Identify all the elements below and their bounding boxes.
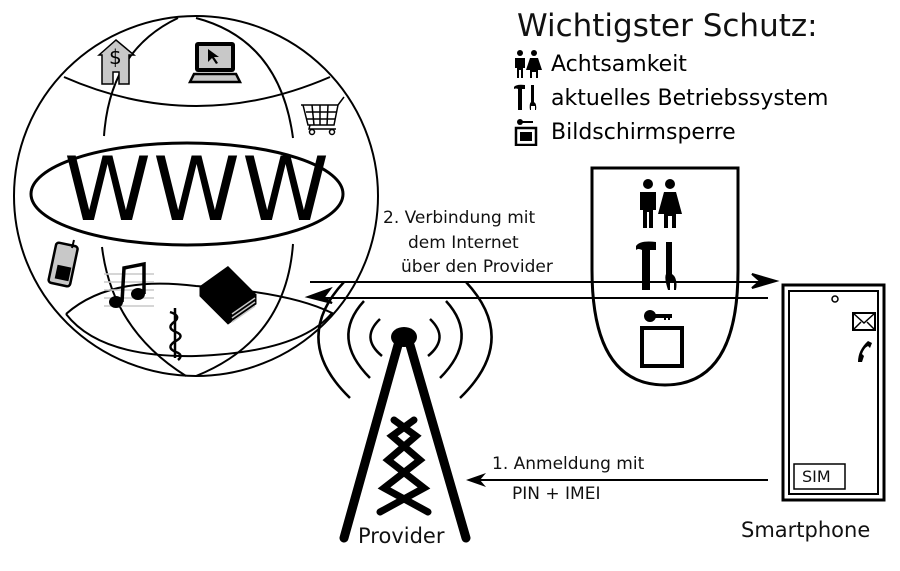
provider-tower-icon bbox=[339, 327, 471, 543]
tools-icon bbox=[514, 84, 537, 110]
caduceus-icon bbox=[169, 308, 182, 361]
shield-tools-icon bbox=[636, 241, 677, 290]
globe bbox=[13, 15, 379, 377]
legend-item-betriebssystem: aktuelles Betriebssystem bbox=[513, 84, 828, 112]
people-icon bbox=[515, 50, 542, 78]
legend-item-bildschirmsperre: Bildschirmsperre bbox=[513, 118, 736, 146]
lock-screen-icon bbox=[514, 119, 538, 146]
mail-icon bbox=[852, 312, 876, 331]
sim-label: SIM bbox=[802, 467, 831, 486]
registration-arrow bbox=[466, 473, 768, 487]
svg-text:$: $ bbox=[109, 45, 122, 69]
phone-call-icon bbox=[858, 341, 872, 362]
www-label: WWW bbox=[64, 138, 332, 241]
phone-camera-icon bbox=[831, 295, 839, 303]
smartphone bbox=[781, 283, 886, 502]
www-ellipse bbox=[29, 141, 345, 247]
security-shield bbox=[590, 166, 740, 387]
step1-line-2: PIN + IMEI bbox=[512, 484, 601, 504]
provider-label: Provider bbox=[356, 524, 447, 548]
globe-latitude-bottom bbox=[65, 282, 334, 358]
shield-people-icon bbox=[640, 179, 682, 228]
legend-title: Wichtigster Schutz: bbox=[517, 8, 818, 44]
legend-label: Achtsamkeit bbox=[551, 51, 687, 77]
globe-latitude-top bbox=[63, 76, 331, 107]
step1-line-1: 1. Anmeldung mit bbox=[492, 454, 645, 474]
shopping-cart-icon bbox=[301, 96, 345, 136]
laptop-icon bbox=[187, 42, 243, 84]
house-dollar-icon: $ bbox=[97, 39, 137, 85]
sim-card bbox=[793, 463, 846, 490]
smartphone-label: Smartphone bbox=[741, 518, 871, 542]
step2-line-2: dem Internet bbox=[408, 233, 519, 253]
step2-line-3: über den Provider bbox=[401, 257, 553, 277]
connection-arrows bbox=[304, 273, 780, 304]
mobile-phone-icon bbox=[47, 239, 79, 288]
books-icon bbox=[199, 266, 257, 325]
legend-label: Bildschirmsperre bbox=[551, 119, 736, 145]
legend-item-achtsamkeit: Achtsamkeit bbox=[513, 50, 687, 78]
globe-meridian-right bbox=[195, 17, 294, 377]
signal-waves-icon bbox=[317, 281, 493, 399]
legend-label: aktuelles Betriebssystem bbox=[551, 85, 829, 111]
step2-line-1: 2. Verbindung mit bbox=[383, 208, 536, 228]
shield-lock-screen-icon bbox=[640, 310, 684, 368]
music-note-icon bbox=[104, 261, 154, 308]
